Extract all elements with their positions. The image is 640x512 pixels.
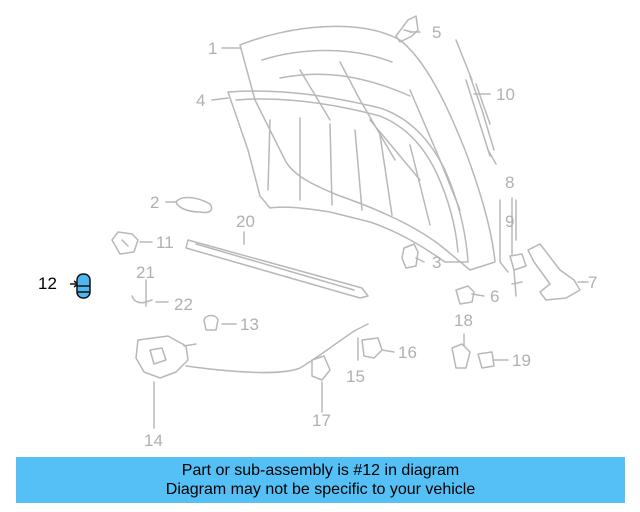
callout-10: 10 (496, 85, 515, 104)
leader-lines (139, 31, 589, 429)
part-19-clip (477, 351, 495, 369)
part-2-pad (175, 196, 213, 214)
callout-15: 15 (346, 367, 365, 386)
callout-4: 4 (196, 91, 206, 110)
part-3-striker (401, 243, 419, 269)
part-14-latch (135, 335, 197, 379)
callout-6: 6 (490, 287, 500, 306)
part-21-clip (131, 295, 153, 307)
part-1-inner-ribs (261, 49, 461, 211)
callout-13: 13 (240, 315, 259, 334)
callout-17: 17 (312, 411, 331, 430)
callout-9: 9 (505, 212, 515, 231)
part-4-outer-panel (227, 90, 469, 263)
callout-12: 12 (38, 274, 57, 293)
part-9-bolt (509, 253, 527, 297)
part-1-inner-panel (239, 25, 496, 271)
banner-line-1: Part or sub-assembly is #12 in diagram (181, 462, 460, 479)
part-8-bracket (499, 199, 517, 273)
part-6-clip (455, 285, 475, 305)
part-11-bumper (111, 231, 139, 255)
part-15-cable (185, 323, 369, 374)
part-5-bracket (395, 15, 419, 43)
callout-11: 11 (156, 233, 174, 252)
info-banner: Part or sub-assembly is #12 in diagram D… (16, 457, 625, 503)
callout-8: 8 (505, 173, 515, 192)
callout-18: 18 (454, 311, 473, 330)
part-18-clip (451, 343, 471, 369)
part-7-hinge (527, 243, 581, 301)
callout-7: 7 (588, 273, 598, 292)
callout-21: 21 (136, 263, 155, 282)
part-4-outer-inner-edge (235, 98, 459, 253)
part-13-grommet (203, 314, 219, 331)
banner-line-2: Diagram may not be specific to your vehi… (165, 481, 476, 498)
part-16-grommet (361, 337, 383, 359)
part-12-highlighted (70, 273, 91, 299)
callout-2: 2 (150, 193, 160, 212)
part-20-weatherstrip (185, 239, 369, 299)
callout-22: 22 (174, 295, 193, 314)
part-17-clip (311, 355, 331, 381)
callout-16: 16 (398, 343, 417, 362)
parts-diagram (70, 15, 589, 429)
part-4-panel-lines (267, 117, 431, 226)
callout-3: 3 (432, 253, 442, 272)
callout-1: 1 (208, 39, 218, 58)
part-10-strut (455, 39, 497, 165)
callout-14: 14 (144, 431, 163, 450)
callout-19: 19 (512, 351, 531, 370)
callout-20: 20 (236, 212, 255, 231)
callout-5: 5 (432, 23, 442, 42)
